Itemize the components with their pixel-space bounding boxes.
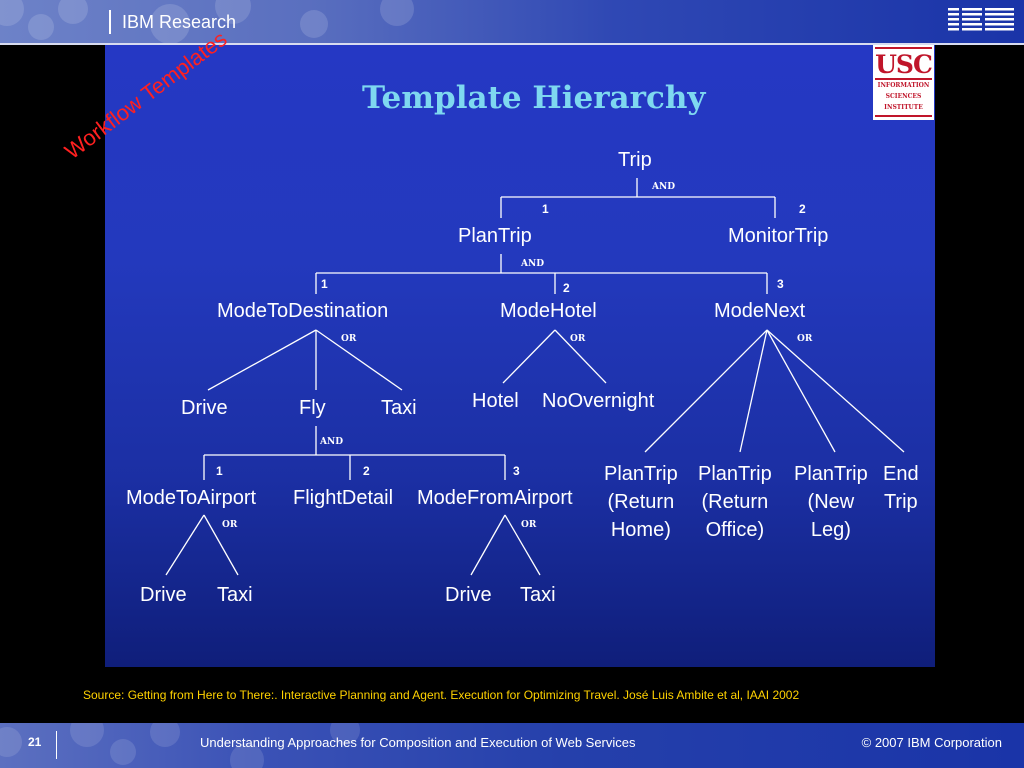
node-flight-detail: FlightDetail xyxy=(293,487,394,509)
order-number-monitortrip: 2 xyxy=(799,202,806,216)
node-no-overnight: NoOvernight xyxy=(542,390,655,412)
node-plantrip-return-home: PlanTrip (Return Home) xyxy=(604,463,678,541)
node-end-trip: End Trip xyxy=(883,463,919,513)
usc-logo-line-2: SCIENCES xyxy=(885,93,922,100)
node-fly: Fly xyxy=(299,397,326,419)
node-taxi: Taxi xyxy=(381,397,417,419)
order-number-plantrip: 1 xyxy=(542,202,549,216)
order-number-mode-next: 3 xyxy=(777,277,784,291)
node-plantrip-return-office: PlanTrip (Return Office) xyxy=(698,463,772,541)
ibm-logo xyxy=(948,8,1014,31)
diagram-title: Template Hierarchy xyxy=(362,80,706,116)
footer-separator xyxy=(56,731,57,759)
node-mode-next: ModeNext xyxy=(714,300,806,322)
header-bar: IBM Research xyxy=(0,0,1024,43)
node-mode-from-airport: ModeFromAirport xyxy=(417,487,573,509)
node-monitortrip: MonitorTrip xyxy=(728,225,829,247)
relation-label-trip: AND xyxy=(652,182,676,192)
node-taxi-airport: Taxi xyxy=(217,584,253,606)
order-number-mode-to-destination: 1 xyxy=(321,277,328,291)
node-drive-airport: Drive xyxy=(140,584,187,606)
node-taxi-from-airport: Taxi xyxy=(520,584,556,606)
relation-label-mode-next: OR xyxy=(797,334,813,344)
header-separator xyxy=(109,10,111,34)
node-hotel: Hotel xyxy=(472,390,519,412)
relation-label-mode-from-airport: OR xyxy=(521,520,537,530)
footer-title: Understanding Approaches for Composition… xyxy=(200,735,636,750)
relation-label-mode-to-airport: OR xyxy=(222,520,238,530)
usc-logo: USC INFORMATION SCIENCES INSTITUTE xyxy=(873,45,934,120)
header-divider xyxy=(0,43,1024,45)
usc-logo-line-1: INFORMATION xyxy=(877,82,930,89)
copyright: © 2007 IBM Corporation xyxy=(861,735,1002,750)
node-drive: Drive xyxy=(181,397,228,419)
relation-label-mode-to-destination: OR xyxy=(341,334,357,344)
node-drive-from-airport: Drive xyxy=(445,584,492,606)
footer-bar: 21 Understanding Approaches for Composit… xyxy=(0,723,1024,768)
node-plantrip-new-leg: PlanTrip (New Leg) xyxy=(794,463,868,541)
order-number-mode-hotel: 2 xyxy=(563,281,570,295)
relation-label-plantrip: AND xyxy=(521,259,545,269)
order-number-mode-from-airport: 3 xyxy=(513,464,520,478)
node-plantrip: PlanTrip xyxy=(458,225,532,247)
source-citation: Source: Getting from Here to There:. Int… xyxy=(83,688,800,702)
order-number-mode-to-airport: 1 xyxy=(216,464,223,478)
node-mode-to-airport: ModeToAirport xyxy=(126,487,257,509)
usc-logo-name: USC xyxy=(875,50,933,79)
node-trip: Trip xyxy=(618,149,652,171)
header-title: IBM Research xyxy=(122,12,237,32)
relation-label-mode-hotel: OR xyxy=(570,334,586,344)
relation-label-fly: AND xyxy=(320,437,344,447)
node-mode-to-destination: ModeToDestination xyxy=(217,300,389,322)
order-number-flight-detail: 2 xyxy=(363,464,370,478)
usc-logo-line-3: INSTITUTE xyxy=(884,104,923,111)
slide-number: 21 xyxy=(28,735,42,749)
node-mode-hotel: ModeHotel xyxy=(500,300,597,322)
